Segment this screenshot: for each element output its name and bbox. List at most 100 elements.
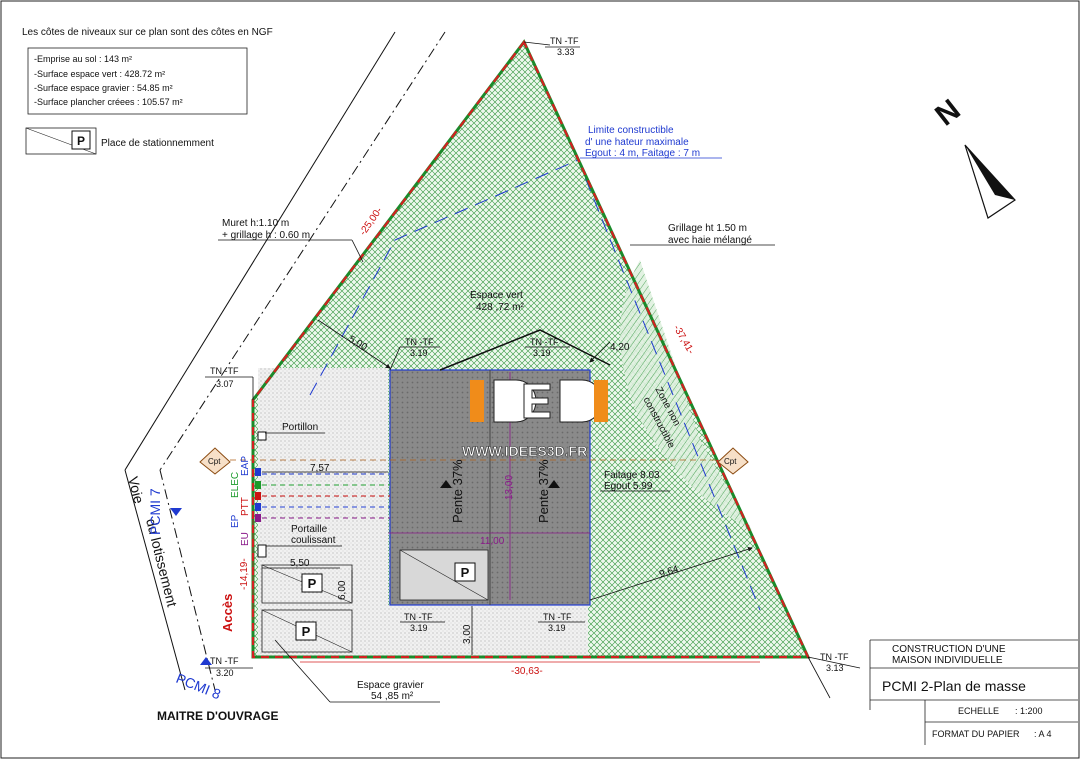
svg-text:EU: EU xyxy=(240,532,251,546)
svg-text:MAITRE D'OUVRAGE: MAITRE D'OUVRAGE xyxy=(157,709,279,723)
svg-text:d' une hateur maximale: d' une hateur maximale xyxy=(585,137,689,148)
level-markers: TN -TF 3.33 TN -TF 3.07 TN -TF 3.19 TN -… xyxy=(205,36,861,699)
non-constructible-zone xyxy=(620,260,752,530)
svg-text:FORMAT DU PAPIER: FORMAT DU PAPIER xyxy=(932,729,1020,739)
svg-text:Cpt: Cpt xyxy=(208,457,221,466)
parking-icon xyxy=(295,621,317,641)
website-watermark: WWW.IDEES3D.FR xyxy=(462,443,587,459)
constructible-limit xyxy=(309,159,761,611)
svg-text:TN -TF: TN -TF xyxy=(550,36,579,46)
ideeS3d-logo xyxy=(470,379,608,423)
svg-text:: 1:200: : 1:200 xyxy=(1015,706,1043,716)
network-marker-elec xyxy=(255,481,261,489)
svg-text:EP: EP xyxy=(230,514,241,528)
annotations: Limite constructible d' une hateur maxim… xyxy=(125,125,775,723)
svg-text:-14,19-: -14,19- xyxy=(239,558,250,590)
svg-text:6,00: 6,00 xyxy=(337,580,348,600)
photo-refs: PCMI 7 PCMI 8 xyxy=(147,488,223,702)
svg-text:ELEC: ELEC xyxy=(230,472,241,498)
svg-text:P: P xyxy=(77,134,85,148)
svg-text:TN -TF: TN -TF xyxy=(404,612,433,622)
svg-text:TN -TF: TN -TF xyxy=(405,337,434,347)
svg-text:-30,63-: -30,63- xyxy=(511,666,543,677)
svg-text:5,50: 5,50 xyxy=(290,558,310,569)
network-marker-eap xyxy=(255,468,261,476)
svg-text:Cpt: Cpt xyxy=(724,457,737,466)
svg-text:TN -TF: TN -TF xyxy=(530,337,559,347)
svg-text:P: P xyxy=(461,565,470,580)
summary-plancher: -Surface plancher créees : 105.57 m² xyxy=(34,97,183,107)
svg-text:3.19: 3.19 xyxy=(410,623,428,633)
svg-text:: A 4: : A 4 xyxy=(1034,729,1052,739)
svg-text:Grillage ht 1.50 m: Grillage ht 1.50 m xyxy=(668,223,747,234)
svg-text:PTT: PTT xyxy=(240,497,251,516)
svg-text:428 ,72 m²: 428 ,72 m² xyxy=(476,302,524,313)
svg-text:Accès: Accès xyxy=(220,594,235,632)
svg-text:TN -TF: TN -TF xyxy=(210,656,239,666)
svg-text:Pente 37%: Pente 37% xyxy=(450,459,465,523)
network-lines xyxy=(255,468,390,522)
legend-parking-label: Place de stationnemment xyxy=(101,138,214,149)
svg-text:3.07: 3.07 xyxy=(216,379,234,389)
network-marker-ep xyxy=(255,503,261,511)
parking-icon xyxy=(301,573,323,593)
svg-text:P: P xyxy=(308,576,317,591)
svg-text:coulissant: coulissant xyxy=(291,535,336,546)
summary-vert: -Surface espace vert : 428.72 m² xyxy=(34,69,165,79)
portail-symbol xyxy=(257,544,267,558)
summary-emprise: -Emprise au sol : 143 m² xyxy=(34,54,132,64)
svg-text:Espace gravier: Espace gravier xyxy=(357,680,424,691)
svg-text:ECHELLE: ECHELLE xyxy=(958,706,999,716)
north-label: N xyxy=(929,93,966,132)
parking-icon xyxy=(454,562,476,582)
cpt-markers: Cpt Cpt xyxy=(199,447,749,475)
svg-text:-37,41-: -37,41- xyxy=(671,323,696,356)
summary-box xyxy=(27,47,248,115)
svg-text:Portaille: Portaille xyxy=(291,524,328,535)
title-block: CONSTRUCTION D'UNE MAISON INDIVIDUELLE P… xyxy=(869,639,1078,745)
network-marker-ptt xyxy=(255,492,261,500)
svg-text:TN -TF: TN -TF xyxy=(210,366,239,376)
svg-text:CONSTRUCTION D'UNE: CONSTRUCTION D'UNE xyxy=(892,644,1006,655)
svg-text:3.19: 3.19 xyxy=(533,348,551,358)
svg-text:Portillon: Portillon xyxy=(282,422,318,433)
svg-text:Pente 37%: Pente 37% xyxy=(536,459,551,523)
svg-text:3.33: 3.33 xyxy=(557,47,575,57)
sheet-title: PCMI 2-Plan de masse xyxy=(882,678,1026,694)
svg-text:13,00: 13,00 xyxy=(504,475,515,500)
parking-icon xyxy=(71,130,91,150)
svg-text:Egout 5.99: Egout 5.99 xyxy=(604,481,653,492)
svg-text:Limite constructible: Limite constructible xyxy=(588,125,674,136)
svg-text:+ grillage h : 0.60 m: + grillage h : 0.60 m xyxy=(222,230,310,241)
lot-boundary xyxy=(251,39,811,659)
svg-text:3.19: 3.19 xyxy=(548,623,566,633)
svg-text:avec haie mélangé: avec haie mélangé xyxy=(668,235,752,246)
svg-text:3.20: 3.20 xyxy=(216,668,234,678)
svg-text:Espace vert: Espace vert xyxy=(470,290,523,301)
parking-spots: P P P xyxy=(261,562,476,653)
svg-text:54 ,85 m²: 54 ,85 m² xyxy=(371,691,414,702)
summary-gravier: -Surface espace gravier : 54.85 m² xyxy=(34,83,173,93)
network-marker-eu xyxy=(255,514,261,522)
svg-text:TN -TF: TN -TF xyxy=(820,652,849,662)
portillon-symbol xyxy=(257,431,267,441)
svg-text:7,57: 7,57 xyxy=(310,463,330,474)
svg-text:PCMI 7: PCMI 7 xyxy=(147,488,163,535)
road xyxy=(124,31,446,691)
svg-text:Egout : 4 m, Faitage : 7 m: Egout : 4 m, Faitage : 7 m xyxy=(585,148,700,159)
header-note: Les côtes de niveaux sur ce plan sont de… xyxy=(22,27,273,38)
svg-text:Voie: Voie xyxy=(125,475,147,506)
svg-text:3.19: 3.19 xyxy=(410,348,428,358)
roof-gable xyxy=(439,329,611,371)
svg-text:MAISON INDIVIDUELLE: MAISON INDIVIDUELLE xyxy=(892,655,1003,666)
svg-text:P: P xyxy=(302,624,311,639)
svg-text:Faitage 8.03: Faitage 8.03 xyxy=(604,470,660,481)
svg-text:Muret h:1.10 m: Muret h:1.10 m xyxy=(222,218,289,229)
svg-text:4,20: 4,20 xyxy=(610,342,630,353)
svg-text:3,00: 3,00 xyxy=(462,624,473,644)
svg-text:EAP: EAP xyxy=(240,456,251,476)
svg-text:11,00: 11,00 xyxy=(480,536,505,547)
svg-text:TN -TF: TN -TF xyxy=(543,612,572,622)
